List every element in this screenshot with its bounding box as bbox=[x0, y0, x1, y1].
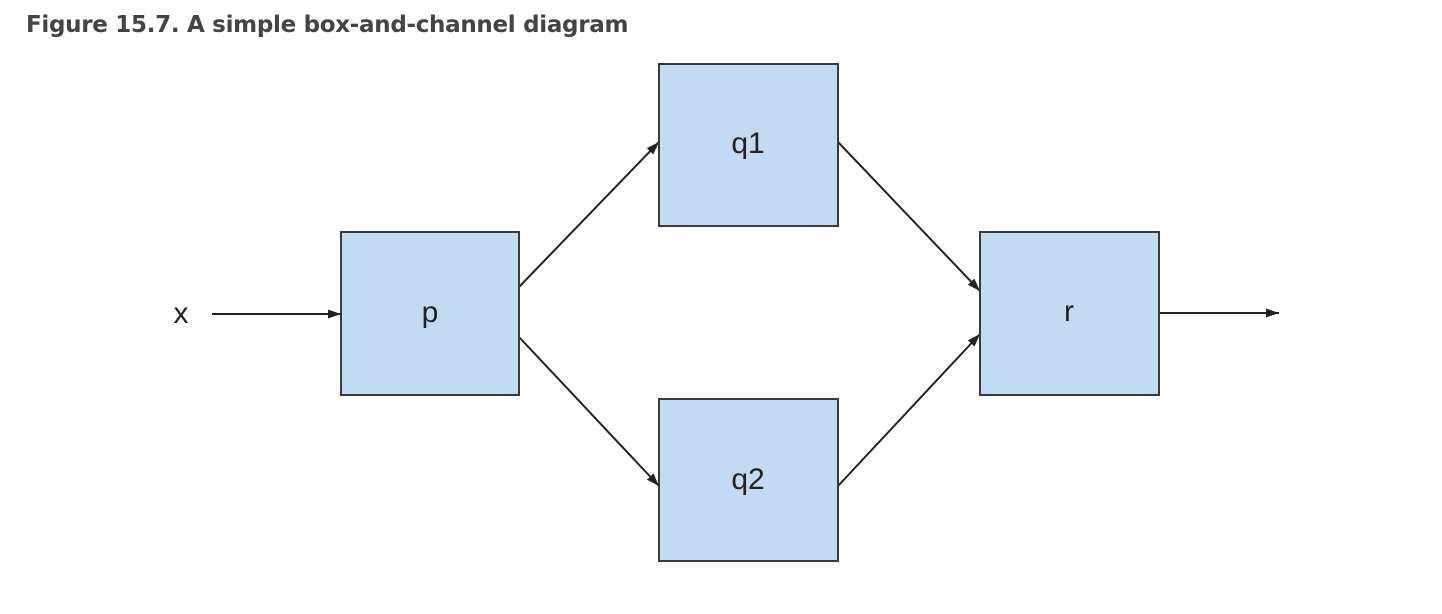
node-r-label: r bbox=[1064, 295, 1074, 328]
node-p-label: p bbox=[422, 296, 439, 329]
node-q2-box bbox=[658, 398, 839, 562]
edge-q2-to-r bbox=[837, 333, 981, 487]
figure-caption: Figure 15.7. A simple box-and-channel di… bbox=[26, 12, 629, 38]
edge-p-to-q2 bbox=[518, 336, 660, 487]
node-p-box bbox=[340, 231, 520, 396]
node-p: p bbox=[340, 231, 520, 396]
node-r: r bbox=[979, 231, 1160, 396]
node-r-box bbox=[979, 231, 1160, 396]
input-label-x: x bbox=[174, 297, 189, 330]
edge-q1-to-r bbox=[837, 141, 981, 292]
node-q1-box bbox=[658, 63, 839, 227]
node-q2-label: q2 bbox=[731, 463, 764, 496]
node-q2: q2 bbox=[658, 398, 839, 562]
edge-p-to-q1 bbox=[518, 141, 660, 288]
node-q1: q1 bbox=[658, 63, 839, 227]
node-q1-label: q1 bbox=[731, 127, 764, 160]
